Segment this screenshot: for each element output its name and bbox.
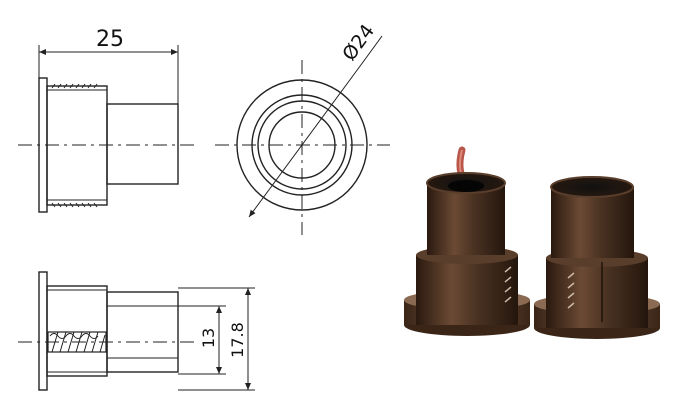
product-photo — [404, 146, 660, 339]
outer-dimension-label: 17.8 — [228, 322, 247, 358]
front-view: Ø24 — [215, 20, 390, 235]
side-view: 25 — [18, 27, 195, 213]
section-view: 13 17.8 — [18, 271, 255, 391]
length-dimension-label: 25 — [96, 27, 124, 52]
contact-with-wire — [404, 146, 530, 336]
side-view-ribs — [51, 83, 98, 208]
inner-dimension-label: 13 — [199, 328, 218, 348]
diameter-dimension-label: Ø24 — [338, 20, 379, 65]
contact-magnet — [534, 176, 660, 339]
